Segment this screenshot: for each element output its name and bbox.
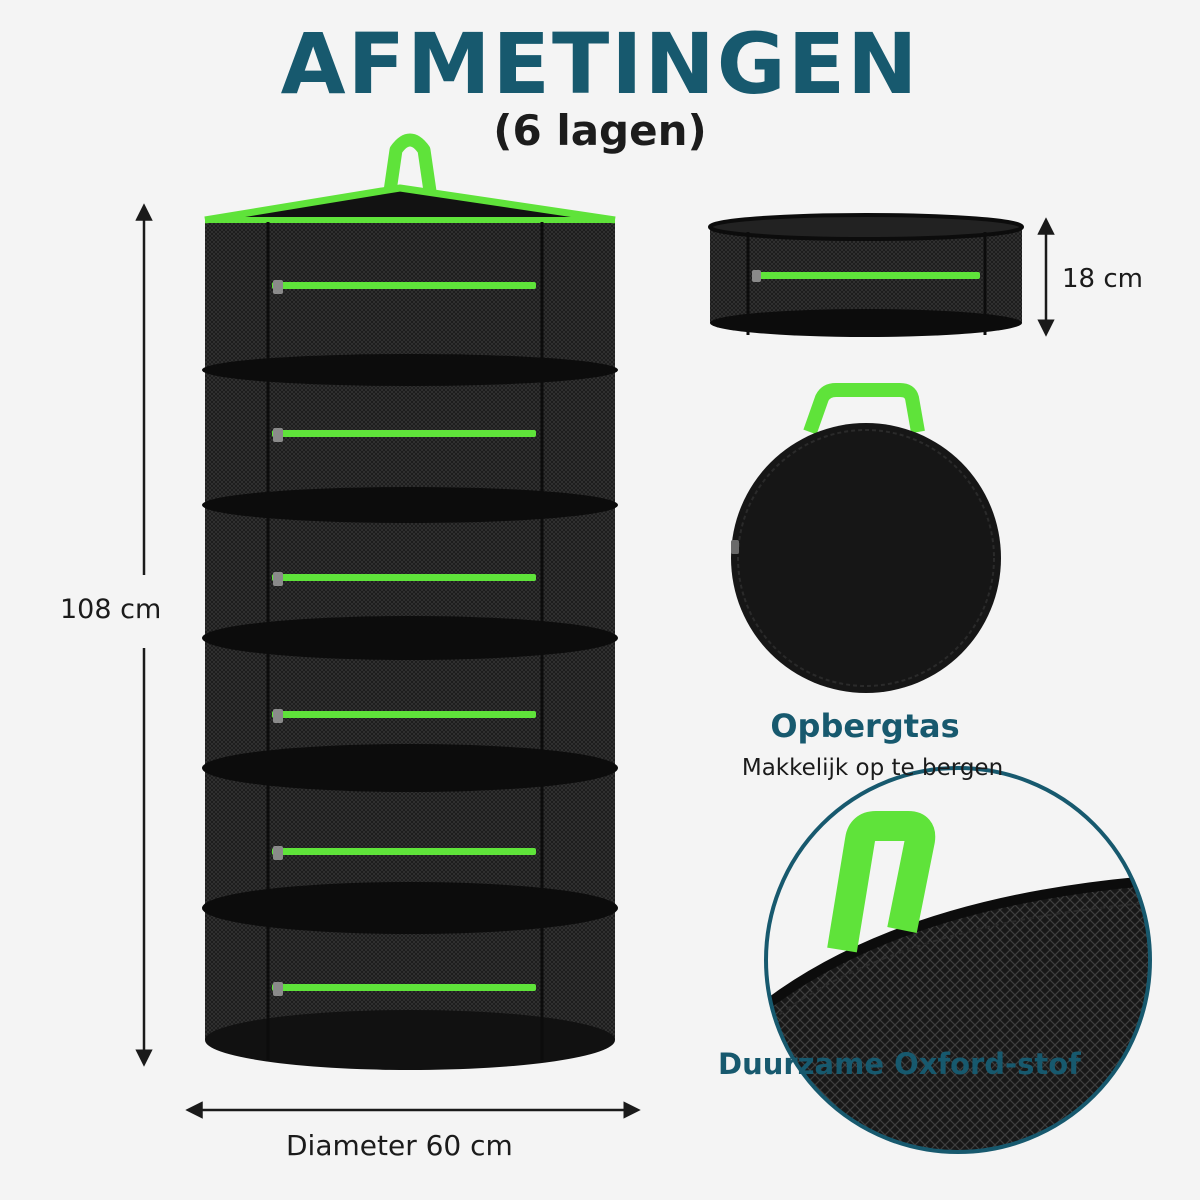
- storage-bag-subtitle: Makkelijk op te bergen: [741, 755, 1004, 781]
- fabric-title: Duurzame Oxford-stof: [718, 1047, 1081, 1081]
- height-label: 108 cm: [60, 594, 162, 625]
- net-zippers: [272, 282, 536, 991]
- fabric-closeup: [764, 766, 1152, 1154]
- page-title: AFMETINGEN: [280, 15, 920, 113]
- single-layer-illustration: [708, 213, 1024, 337]
- zipper-pulls: [273, 280, 283, 996]
- storage-bag-title: Opbergtas: [770, 707, 960, 745]
- drying-net: [202, 133, 618, 1070]
- diameter-label: Diameter 60 cm: [286, 1129, 513, 1162]
- hanging-loop: [381, 133, 439, 206]
- page-subtitle: (6 lagen): [493, 106, 707, 155]
- storage-bag-illustration: [731, 383, 1001, 693]
- layer-height-label: 18 cm: [1062, 264, 1143, 294]
